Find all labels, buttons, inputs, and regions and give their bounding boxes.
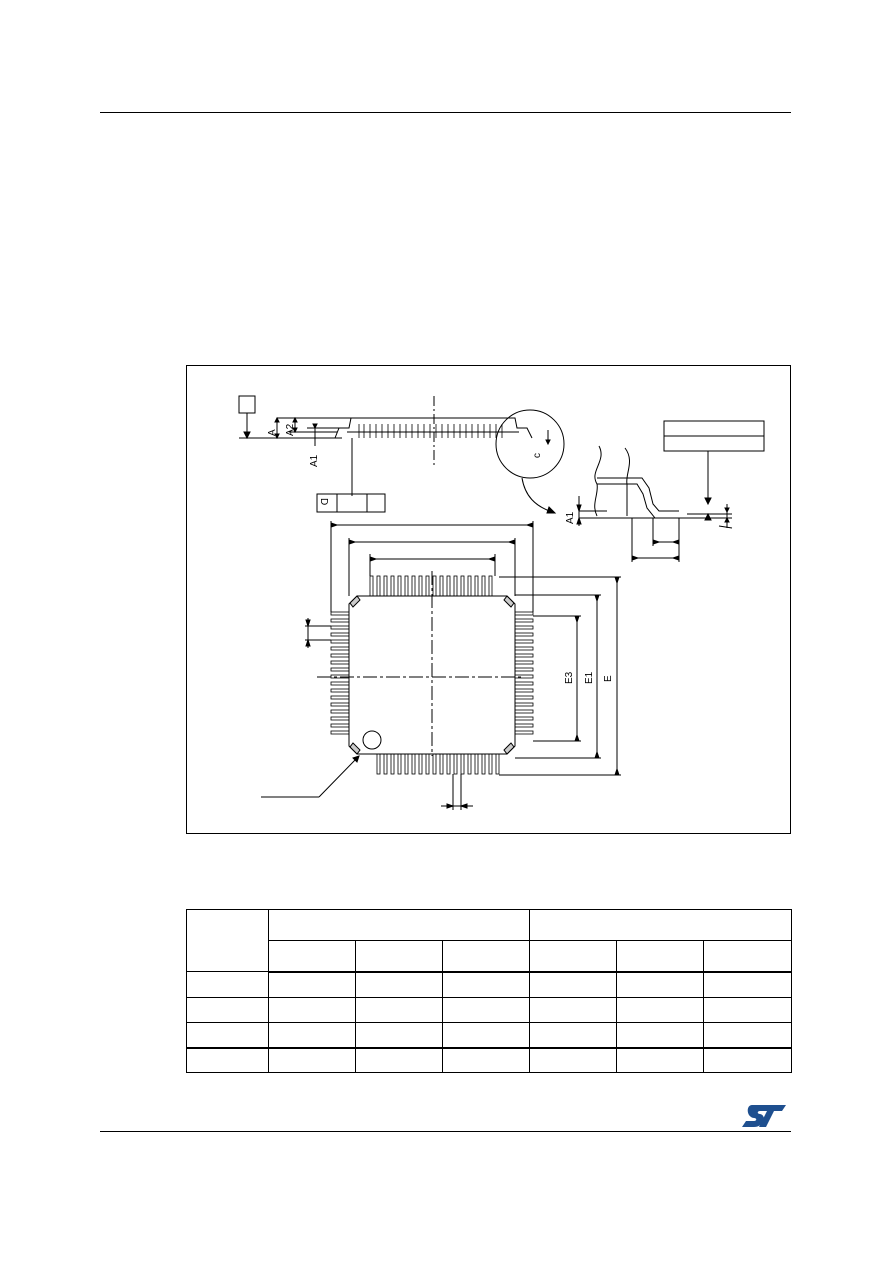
table-cell — [355, 940, 443, 973]
datum-box — [238, 395, 256, 414]
table-cell — [268, 1022, 356, 1049]
dim-c-label: c — [532, 453, 543, 458]
table-cell — [268, 940, 356, 973]
table-cell — [186, 1022, 269, 1049]
table-cell — [529, 940, 618, 973]
table-cell — [616, 971, 705, 998]
top-leads — [369, 575, 493, 597]
table-cell — [529, 1047, 618, 1073]
package-outline-figure: A A2 A1 D c A1 — [186, 365, 791, 834]
table-cell — [616, 997, 705, 1023]
table-row — [186, 971, 793, 998]
table-cell — [441, 1022, 531, 1049]
table-cell — [703, 997, 793, 1023]
table-cell — [186, 997, 269, 1023]
table-cell — [616, 1022, 705, 1049]
top-view: E E1 E3 — [261, 521, 621, 810]
table-cell — [616, 940, 705, 973]
table-cell — [703, 971, 793, 998]
table-header-row — [187, 940, 793, 973]
st-logo-icon — [742, 1105, 786, 1127]
table-cell — [355, 1022, 443, 1049]
detail-circle — [495, 409, 565, 479]
table-cell — [441, 997, 531, 1023]
table-cell — [529, 1022, 618, 1049]
dim-e3-label: E3 — [564, 671, 575, 684]
st-logo — [740, 1103, 788, 1134]
table-cell — [703, 1022, 793, 1049]
pin1-marker — [362, 730, 382, 750]
table-cell — [268, 971, 356, 998]
dim-e1-label: E1 — [584, 671, 595, 684]
table-cell — [268, 997, 356, 1023]
dim-a2-label: A2 — [285, 423, 296, 436]
table-cell — [355, 1047, 443, 1073]
table-header-row — [186, 909, 793, 972]
table-cell — [703, 1047, 793, 1073]
dim-a1-detail-label: A1 — [565, 511, 576, 524]
table-cell — [703, 940, 793, 973]
table-cell — [355, 971, 443, 998]
d-datum-flag — [316, 493, 386, 513]
table-cell — [529, 971, 618, 998]
lead-detail-view: A1 — [565, 420, 765, 562]
table-cell — [441, 1047, 531, 1073]
right-leads — [514, 611, 534, 735]
table-row — [186, 997, 793, 1023]
table-cell — [529, 909, 793, 941]
left-leads — [330, 611, 350, 735]
table-cell — [268, 1047, 356, 1073]
table-cell — [616, 1047, 705, 1073]
table-cell — [186, 1047, 269, 1073]
table-cell — [355, 997, 443, 1023]
table-cell — [529, 997, 618, 1023]
table-cell — [441, 971, 531, 998]
table-cell — [186, 909, 269, 972]
table-row — [186, 1047, 793, 1073]
bottom-leads — [376, 753, 500, 775]
table-cell — [441, 940, 531, 973]
package-drawing: A A2 A1 D c A1 — [238, 395, 765, 810]
dim-a-label: A — [267, 429, 278, 436]
footer-rule — [100, 1131, 791, 1132]
table-cell — [267, 909, 531, 941]
table-cell — [186, 971, 269, 998]
dim-d-label: D — [318, 498, 329, 505]
dim-e-label: E — [603, 675, 614, 682]
dimensions-table — [186, 909, 793, 1073]
table-row — [186, 1022, 793, 1049]
side-view: A A2 A1 D c — [238, 395, 565, 514]
header-rule — [100, 112, 791, 113]
dim-a1-label: A1 — [309, 454, 320, 467]
